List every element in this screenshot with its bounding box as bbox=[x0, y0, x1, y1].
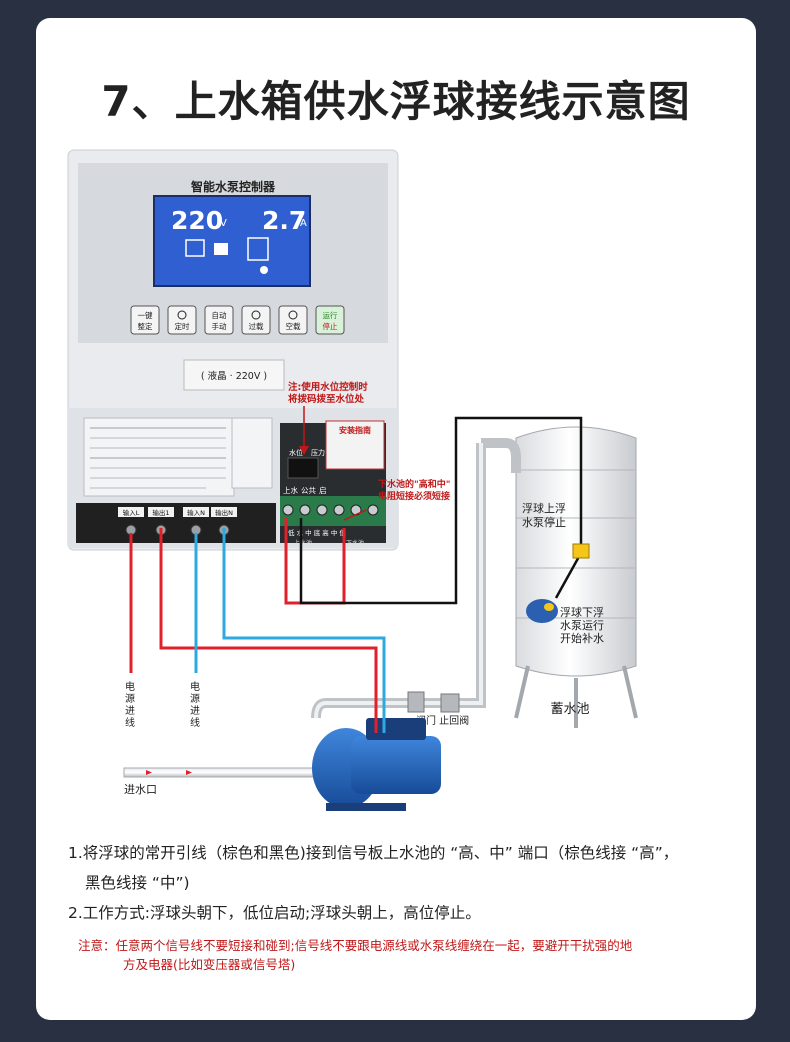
terminal-tag-2 bbox=[183, 507, 209, 517]
float-down-line1: 浮球下浮 bbox=[560, 605, 604, 619]
power-in-label-1: 电源进线 bbox=[125, 680, 135, 729]
float-down-line3: 开始补水 bbox=[560, 631, 604, 645]
button-2 bbox=[204, 305, 234, 335]
button-0 bbox=[130, 305, 160, 335]
inlet-arrow-2 bbox=[186, 770, 192, 775]
signal-screw-0 bbox=[282, 504, 294, 516]
terminal-label-3: 输出N bbox=[215, 508, 233, 517]
button-label-bottom-0: 整定 bbox=[138, 321, 153, 331]
power-in-label-2: 电源进线 bbox=[190, 680, 200, 729]
button-label-bottom-4: 空载 bbox=[286, 321, 301, 331]
voltage-unit: V bbox=[220, 218, 227, 229]
current-readout: 2.7 bbox=[262, 206, 306, 235]
button-label-top-0: 一键 bbox=[138, 310, 153, 320]
signal-screw-2 bbox=[316, 504, 328, 516]
lcd-icon-level bbox=[247, 237, 269, 261]
lcd-icon-tank bbox=[185, 239, 205, 257]
install-guide-title: 安装指南 bbox=[339, 425, 371, 435]
terminal-label-1: 输出1 bbox=[152, 508, 169, 517]
water-pipes bbox=[123, 438, 521, 778]
button-icon-1 bbox=[177, 310, 187, 320]
install-guide bbox=[325, 420, 385, 470]
inlet-arrow-1 bbox=[146, 770, 152, 775]
note-1: 1.将浮球的常开引线（棕色和黑色)接到信号板上水池的 “高、中” 端口（棕色线接… bbox=[68, 844, 679, 862]
button-label-bottom-3: 过载 bbox=[249, 321, 264, 331]
instruction-sticker bbox=[83, 417, 235, 497]
short-note-line1: 下水池的"高和中" bbox=[378, 478, 450, 490]
dip-note-arrowhead bbox=[299, 446, 309, 455]
float-down-line2: 水泵运行 bbox=[560, 619, 604, 632]
signal-screw-5 bbox=[367, 504, 379, 516]
dip-switch bbox=[287, 457, 319, 479]
signal-screw-1 bbox=[299, 504, 311, 516]
storage-tank: 蓄水池 bbox=[514, 426, 638, 728]
button-4 bbox=[278, 305, 308, 335]
button-5 bbox=[315, 305, 345, 335]
terminal-tag-0 bbox=[118, 507, 144, 517]
button-3 bbox=[241, 305, 271, 335]
button-icon-3 bbox=[251, 310, 261, 320]
note-1b: 黑色线接 “中”) bbox=[85, 874, 190, 892]
notes: 1.将浮球的常开引线（棕色和黑色)接到信号板上水池的 “高、中” 端口（棕色线接… bbox=[68, 838, 748, 928]
signal-mode-labels: 水位压力 bbox=[289, 448, 325, 457]
page-title: 7、上水箱供水浮球接线示意图 bbox=[101, 77, 691, 126]
float-up-line1: 浮球上浮 bbox=[522, 501, 566, 515]
signal-screw-3 bbox=[333, 504, 345, 516]
float-up-line2: 水泵停止 bbox=[522, 515, 566, 529]
terminal-tag-1 bbox=[148, 507, 174, 517]
button-icon-4 bbox=[288, 310, 298, 320]
warning-line-1: 注意：任意两个信号线不要短接和碰到;信号线不要跟电源线或水泵线缠绕在一起，要避开… bbox=[78, 938, 633, 953]
power-terminal-block bbox=[76, 503, 276, 543]
tank-label-upper: 上水池 bbox=[294, 539, 312, 547]
float-upper bbox=[572, 543, 590, 559]
warning-line-2: 方及电器(比如变压器或信号塔) bbox=[123, 957, 296, 972]
dip-note-line1: 注:使用水位控制时 bbox=[288, 381, 368, 393]
terminal-tag-3 bbox=[211, 507, 237, 517]
voltage-readout: 220 bbox=[171, 206, 223, 235]
diagram-card: 7、上水箱供水浮球接线示意图 智能水泵控制器 bbox=[36, 18, 756, 1020]
note-2: 2.工作方式:浮球头朝下，低位启动;浮球头朝上，高位停止。 bbox=[68, 904, 481, 922]
tank-label-lower: 下水池 bbox=[346, 539, 364, 547]
signal-bottom-row: 低 水 中 底 高 中 低 bbox=[288, 528, 346, 537]
inlet-label: 进水口 bbox=[124, 783, 157, 796]
dip-note-line2: 将拨码拨至水位处 bbox=[288, 393, 365, 405]
button-1 bbox=[167, 305, 197, 335]
controller-name: 智能水泵控制器 bbox=[190, 179, 276, 194]
button-label-bottom-2: 手动 bbox=[212, 321, 227, 331]
spec-table bbox=[231, 417, 273, 489]
signal-row-label: 上水公共启 bbox=[283, 485, 327, 495]
current-unit: A bbox=[300, 218, 307, 229]
terminal-label-2: 输入N bbox=[187, 508, 205, 517]
warning: 注意：任意两个信号线不要短接和碰到;信号线不要跟电源线或水泵线缠绕在一起，要避开… bbox=[78, 936, 718, 974]
lcd-icon-pump bbox=[214, 243, 228, 255]
lcd-icon-fan bbox=[260, 266, 268, 274]
sticker-text-lines bbox=[90, 427, 226, 489]
float-lower bbox=[526, 599, 558, 623]
water-pump bbox=[312, 718, 441, 811]
valve-label: 阀门 止回阀 bbox=[416, 714, 469, 727]
button-label-bottom-5: 停止 bbox=[323, 321, 338, 331]
model-label: ( 液晶 · 220V ) bbox=[201, 370, 267, 382]
wires bbox=[129, 416, 583, 733]
button-label-top-2: 自动 bbox=[212, 310, 227, 320]
short-note-line2: 电阻短接必须短接 bbox=[378, 490, 450, 502]
tank-name: 蓄水池 bbox=[550, 702, 589, 717]
lcd-screen bbox=[153, 195, 311, 287]
terminal-label-0: 输入L bbox=[123, 508, 140, 517]
button-label-top-5: 运行 bbox=[323, 310, 338, 320]
button-label-bottom-1: 定时 bbox=[175, 321, 190, 331]
